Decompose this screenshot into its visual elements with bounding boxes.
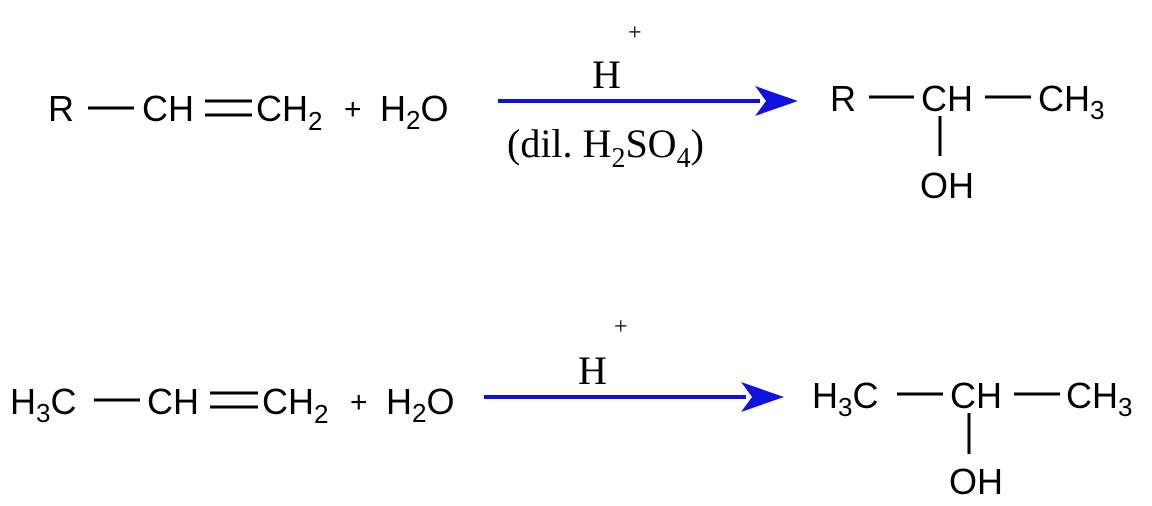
plus-sign: +	[344, 93, 362, 126]
ch3-label: CH3	[1066, 375, 1132, 422]
ch3-label: CH3	[1038, 78, 1104, 125]
reaction-arrow-head	[741, 382, 784, 412]
catalyst-charge: +	[614, 314, 628, 340]
plus-sign: +	[350, 386, 368, 419]
water-label: H2O	[386, 381, 454, 428]
water-label: H2O	[380, 88, 448, 135]
r-group-label: R	[48, 88, 74, 129]
ch-label: CH	[147, 381, 199, 422]
reaction-arrow-head	[755, 86, 798, 116]
reactant-1: R CH CH2	[48, 88, 322, 136]
product-2: H3C CH CH3 OH	[812, 375, 1132, 502]
ch-label: CH	[921, 78, 973, 119]
reactant-2: H3C CH CH2	[10, 381, 328, 429]
h3c-label: H3C	[812, 375, 878, 422]
oh-label: OH	[949, 461, 1003, 502]
product-1: R CH CH3 OH	[830, 78, 1104, 206]
catalyst-h-label: H	[592, 52, 621, 97]
reaction-1: R CH CH2 + H2O H + (dil. H2SO4) R CH CH3…	[48, 20, 1104, 206]
catalyst-h-label: H	[578, 348, 607, 393]
ch2-label: CH2	[256, 88, 322, 136]
oh-label: OH	[920, 165, 974, 206]
catalyst-charge: +	[628, 20, 642, 46]
ch-label: CH	[142, 88, 194, 129]
r-group-label: R	[830, 78, 856, 119]
ch-label: CH	[950, 375, 1002, 416]
ch2-label: CH2	[262, 381, 328, 429]
h3c-label: H3C	[10, 381, 76, 428]
condition-label: (dil. H2SO4)	[507, 121, 704, 174]
reaction-2: H3C CH CH2 + H2O H + H3C CH CH3 OH	[10, 314, 1132, 502]
